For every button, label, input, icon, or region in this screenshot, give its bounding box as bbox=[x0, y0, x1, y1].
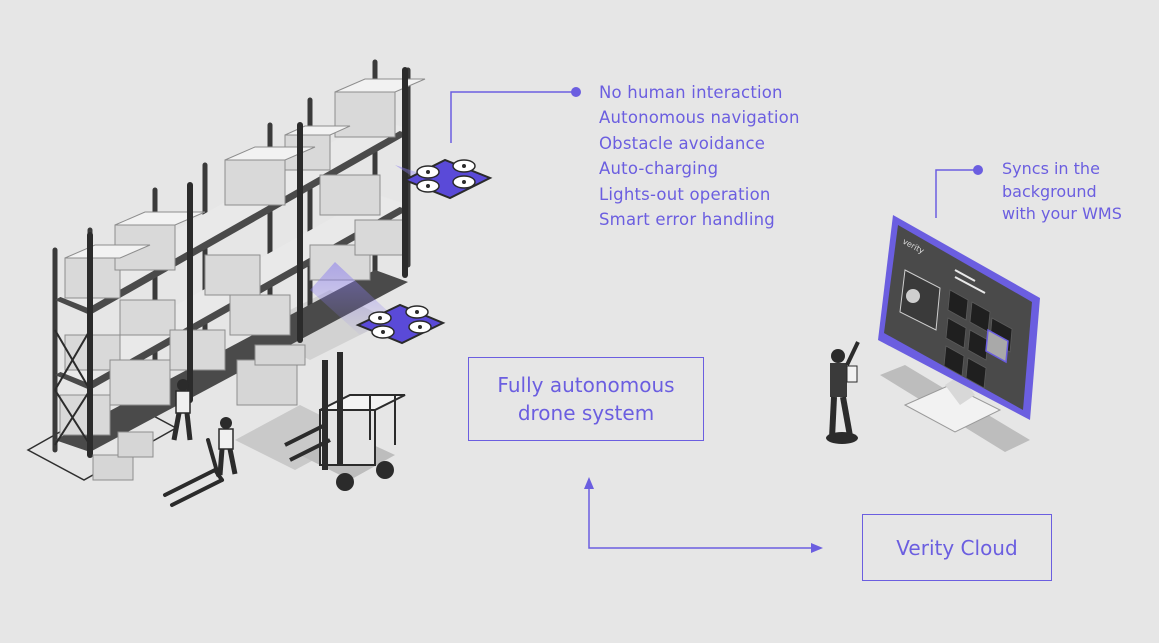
sync-note: Syncs in the background with your WMS bbox=[1002, 158, 1152, 226]
sync-connector bbox=[935, 169, 978, 218]
drone bbox=[402, 158, 493, 200]
arrow-right-icon bbox=[811, 543, 823, 553]
feature-connector bbox=[450, 91, 576, 143]
monitor-illustration: verity bbox=[826, 215, 1040, 452]
monitor: verity bbox=[878, 215, 1040, 420]
worker bbox=[171, 379, 193, 441]
sync-note-line: with your WMS bbox=[1002, 204, 1122, 223]
verity-cloud-label: Verity Cloud bbox=[896, 535, 1018, 560]
feature-item: Lights-out operation bbox=[599, 184, 771, 204]
arrow-up-icon bbox=[584, 477, 594, 489]
feature-item: Smart error handling bbox=[599, 209, 775, 229]
drone-system-label-line: Fully autonomous bbox=[497, 373, 675, 397]
verity-cloud-box: Verity Cloud bbox=[862, 514, 1052, 581]
worker bbox=[217, 417, 238, 476]
drone bbox=[355, 303, 446, 345]
drone-system-label-line: drone system bbox=[517, 401, 655, 425]
forklift bbox=[284, 352, 406, 491]
feature-item: Obstacle avoidance bbox=[599, 133, 766, 153]
feature-connector-dot bbox=[571, 87, 581, 97]
pallet-jack bbox=[163, 438, 224, 507]
feature-item: Auto-charging bbox=[599, 159, 719, 179]
sync-note-line: background bbox=[1002, 181, 1097, 201]
sync-connector-dot bbox=[973, 165, 983, 175]
bidirectional-arrow bbox=[584, 477, 823, 553]
feature-item: No human interaction bbox=[599, 83, 783, 102]
sync-note-line: Syncs in the bbox=[1002, 159, 1100, 178]
warehouse-illustration bbox=[26, 59, 493, 507]
drone-system-box: Fully autonomous drone system bbox=[468, 357, 704, 441]
feature-item: Autonomous navigation bbox=[599, 108, 800, 128]
worker bbox=[826, 341, 860, 444]
feature-list: No human interaction Autonomous navigati… bbox=[599, 80, 800, 232]
